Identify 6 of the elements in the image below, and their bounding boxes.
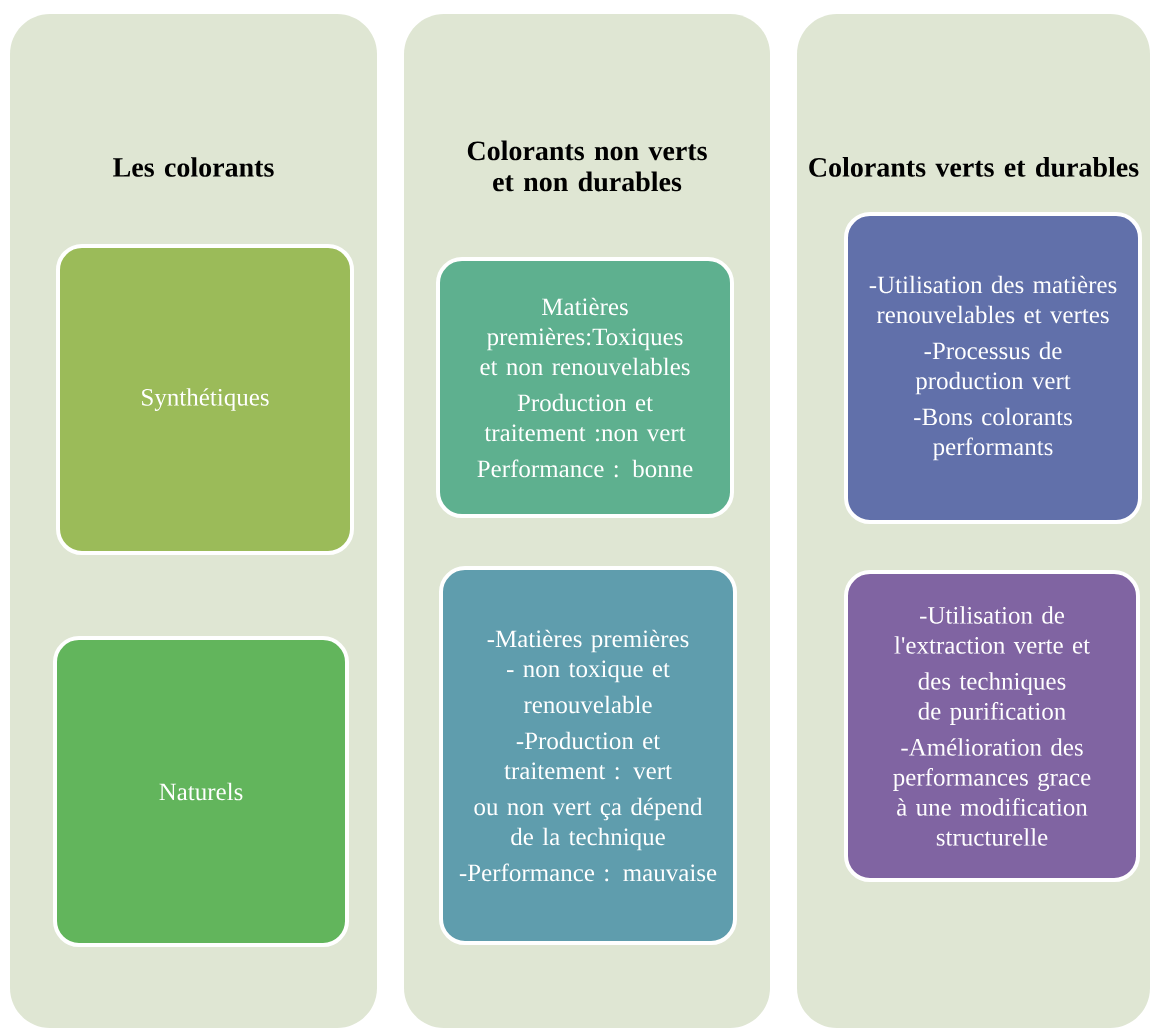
category-box: -Utilisation de l'extraction verte et des techniques de purification -Amélioration des performances grace à une modification structurelle xyxy=(844,570,1140,882)
category-box: Matières premières:Toxiques et non renouvelables Production et traitement :non vert Performance : bonne xyxy=(436,257,734,518)
category-box: Naturels xyxy=(53,636,349,947)
category-box: Synthétiques xyxy=(56,244,354,555)
category-box: -Matières premières - non toxique et renouvelable -Production et traitement : vert ou non vert ça dépend de la technique -Performance : mauvaise xyxy=(439,566,737,945)
category-box: -Utilisation des matières renouvelables et vertes -Processus de production vert -Bons colorants performants xyxy=(844,212,1142,524)
